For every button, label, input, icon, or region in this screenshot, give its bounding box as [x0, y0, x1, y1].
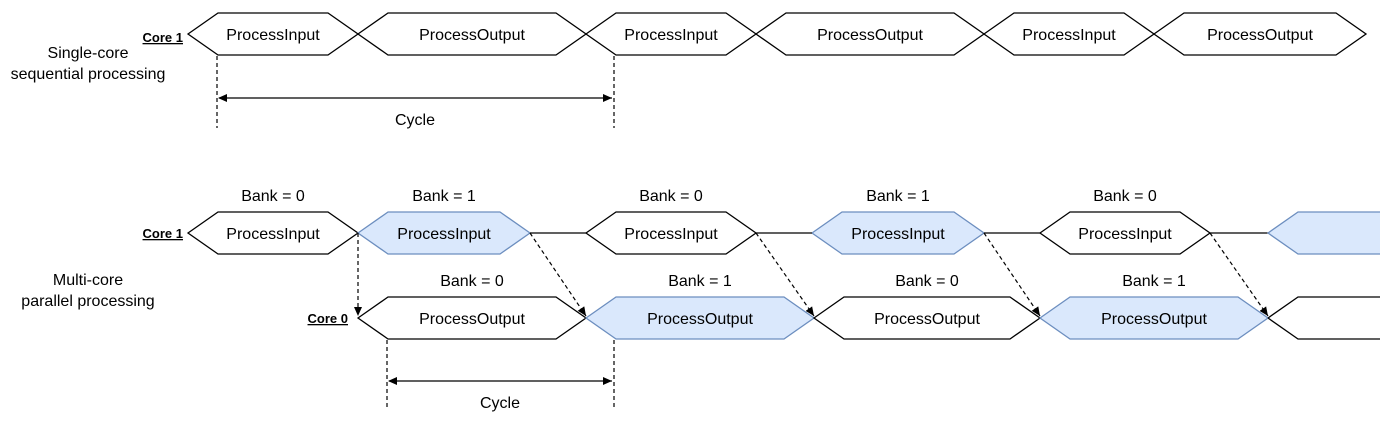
core0-block-1-text: ProcessOutput — [647, 311, 753, 328]
core1-block-0-bank-label: Bank = 0 — [241, 188, 305, 205]
core0-block-0: ProcessOutput Bank = 0 — [356, 273, 588, 340]
single-cycle-label: Cycle — [395, 112, 435, 129]
single-block-5: ProcessOutput — [1152, 12, 1368, 56]
single-block-1-text: ProcessOutput — [419, 27, 525, 44]
core0-block-0-text: ProcessOutput — [419, 311, 525, 328]
single-caption-line2: sequential processing — [11, 66, 166, 83]
core1-block-2-bank-label: Bank = 0 — [639, 188, 703, 205]
core1-block-0: ProcessInput Bank = 0 — [186, 188, 360, 255]
core1-block-4-bank-label: Bank = 0 — [1093, 188, 1157, 205]
core1-block-2-text: ProcessInput — [624, 226, 718, 243]
handoff-arrow-2 — [755, 232, 815, 317]
core0-block-3-text: ProcessOutput — [1101, 311, 1207, 328]
core0-block-1: ProcessOutput Bank = 1 — [584, 273, 816, 340]
single-block-2: ProcessInput — [584, 12, 758, 56]
core0-label: Core 0 — [308, 311, 348, 326]
core0-block-3: ProcessOutput Bank = 1 — [1038, 273, 1270, 340]
single-caption-line1: Single-core — [48, 45, 129, 62]
handoff-arrows — [354, 232, 1269, 317]
core1-block-partial — [1266, 211, 1380, 255]
core1-block-0-text: ProcessInput — [226, 226, 320, 243]
core0-block-2-bank-label: Bank = 0 — [895, 273, 959, 290]
core1-block-1: ProcessInput Bank = 1 — [356, 188, 532, 255]
core0-block-0-bank-label: Bank = 0 — [440, 273, 504, 290]
core0-row: ProcessOutput Bank = 0 ProcessOutput Bank =… — [356, 273, 1380, 340]
core1-row: ProcessInput Bank = 0 ProcessInput Bank = 1… — [186, 188, 1380, 255]
core1-block-3-text: ProcessInput — [851, 226, 945, 243]
single-block-3: ProcessOutput — [754, 12, 986, 56]
single-block-4-text: ProcessInput — [1022, 27, 1116, 44]
core1-block-1-text: ProcessInput — [397, 226, 491, 243]
handoff-arrow-3 — [983, 232, 1041, 317]
core0-block-3-bank-label: Bank = 1 — [1122, 273, 1186, 290]
core1-block-4-text: ProcessInput — [1078, 226, 1172, 243]
single-core-label: Core 1 — [143, 30, 183, 45]
core0-block-1-bank-label: Bank = 1 — [668, 273, 732, 290]
core1-block-2: ProcessInput Bank = 0 — [584, 188, 758, 255]
single-block-0: ProcessInput — [186, 12, 360, 56]
single-block-5-text: ProcessOutput — [1207, 27, 1313, 44]
handoff-arrow-1 — [529, 232, 587, 317]
handoff-arrow-4 — [1209, 232, 1269, 317]
core1-block-4: ProcessInput Bank = 0 — [1038, 188, 1212, 255]
core0-block-2: ProcessOutput Bank = 0 — [812, 273, 1042, 340]
core1-block-3-bank-label: Bank = 1 — [866, 188, 930, 205]
core1-block-3: ProcessInput Bank = 1 — [810, 188, 986, 255]
core1-block-1-bank-label: Bank = 1 — [412, 188, 476, 205]
multi-caption-line1: Multi-core — [53, 272, 123, 289]
single-block-2-text: ProcessInput — [624, 27, 718, 44]
single-block-4: ProcessInput — [982, 12, 1156, 56]
single-block-0-text: ProcessInput — [226, 27, 320, 44]
multi-caption-line2: parallel processing — [21, 293, 154, 310]
single-block-1: ProcessOutput — [356, 12, 588, 56]
single-block-3-text: ProcessOutput — [817, 27, 923, 44]
single-core-row: ProcessInput ProcessOutput ProcessInput Pro… — [186, 12, 1368, 56]
core1-label: Core 1 — [143, 226, 183, 241]
multi-cycle-label: Cycle — [480, 395, 520, 412]
core0-block-2-text: ProcessOutput — [874, 311, 980, 328]
single-block-5-shape — [1152, 12, 1368, 56]
core0-block-partial — [1267, 296, 1380, 340]
